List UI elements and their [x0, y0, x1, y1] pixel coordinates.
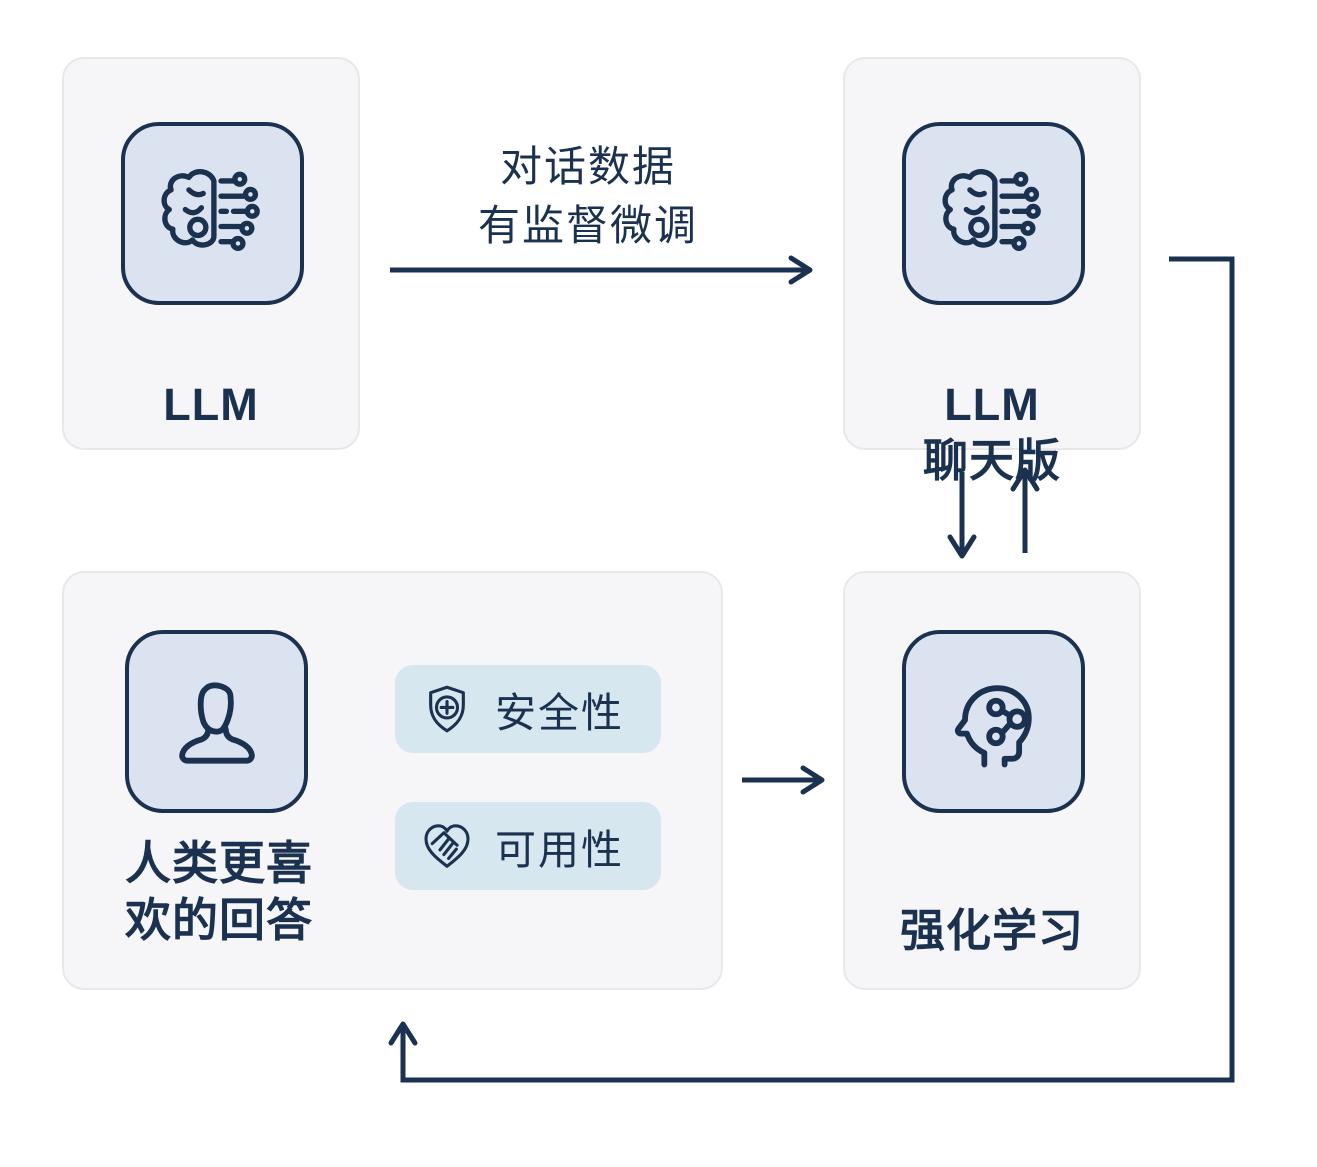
sft-edge-label-line2: 有监督微调 — [477, 201, 698, 249]
llm-chat-label: LLM 聊天版 — [845, 377, 1139, 489]
llm-base-icon-tile — [121, 122, 304, 305]
rl-icon-tile — [902, 630, 1085, 813]
badge-usability-label: 可用性 — [495, 827, 624, 873]
human-label-line1: 人类更喜 — [125, 837, 313, 889]
head-share-icon — [954, 684, 1032, 767]
llm-base-label: LLM — [163, 379, 259, 430]
node-llm-chat: LLM 聊天版 — [843, 57, 1141, 486]
brain-circuit-icon — [941, 168, 1041, 251]
rl-label: 强化学习 — [899, 905, 1084, 956]
human-label: 人类更喜 欢的回答 — [125, 835, 313, 949]
node-reinforcement-learning: 强化学习 — [843, 571, 1141, 990]
heart-handshake-icon — [424, 824, 470, 868]
human-label-line2: 欢的回答 — [125, 894, 313, 947]
llm-chat-icon-tile — [902, 122, 1085, 305]
sft-edge-label: 对话数据 有监督微调 — [392, 138, 784, 256]
human-icon-tile — [125, 630, 308, 813]
llm-chat-label-line2: 聊天版 — [922, 434, 1061, 486]
badge-safety: 安全性 — [395, 665, 661, 753]
brain-circuit-icon — [160, 168, 260, 251]
sft-edge-label-line1: 对话数据 — [499, 143, 676, 190]
person-icon — [178, 681, 255, 764]
llm-chat-label-line1: LLM — [944, 379, 1040, 430]
shield-plus-icon — [429, 685, 465, 733]
node-llm-base: LLM — [62, 57, 360, 450]
node-human-preference: 人类更喜 欢的回答 安全性 — [62, 571, 723, 990]
badge-safety-label: 安全性 — [495, 690, 624, 736]
badge-usability: 可用性 — [395, 802, 661, 890]
